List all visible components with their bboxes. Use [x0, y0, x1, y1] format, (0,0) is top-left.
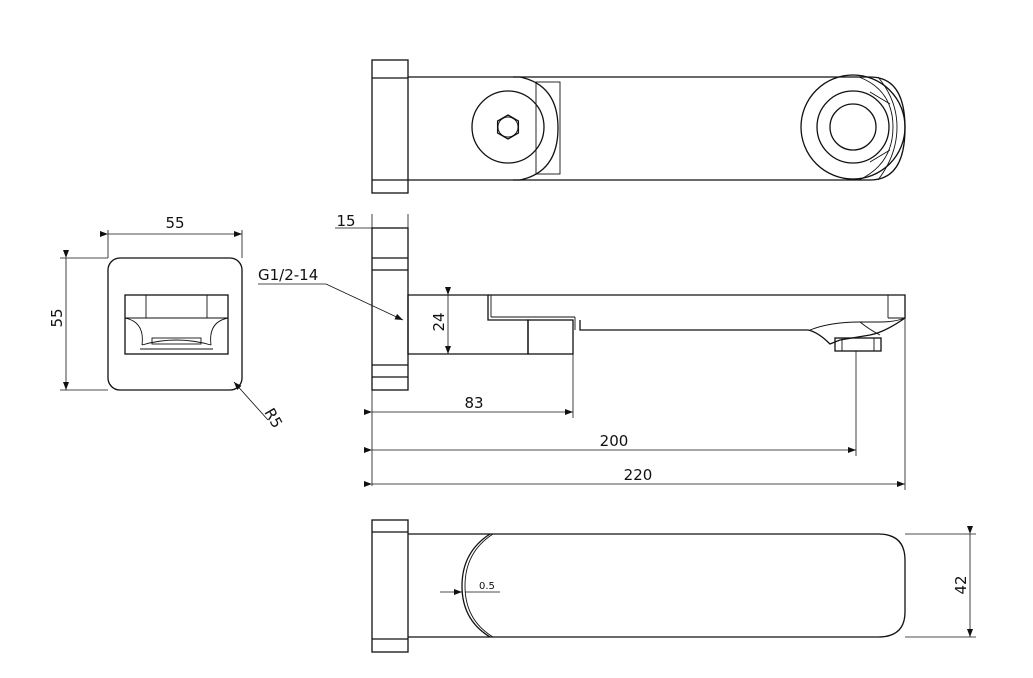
- bottom-view: 0.5 42: [371, 519, 976, 653]
- dim-end-height: 55: [48, 308, 66, 327]
- end-view: 55 55 R5: [48, 214, 286, 431]
- dim-end-width: 55: [165, 214, 184, 232]
- front-flange: [371, 227, 409, 391]
- dim-flange-thickness: 15: [336, 212, 355, 230]
- mount-circle: [471, 90, 545, 164]
- bottom-body: [408, 533, 906, 638]
- dim-bottom-gap: 0.5: [479, 581, 495, 592]
- dim-220: 220: [624, 466, 653, 484]
- bottom-flange: [371, 519, 409, 653]
- end-opening: [124, 294, 229, 355]
- front-spout: [488, 294, 906, 345]
- hex-socket-icon: [496, 114, 520, 140]
- dim-200: 200: [600, 432, 629, 450]
- outlet-outer: [800, 74, 906, 180]
- aerator: [834, 337, 882, 352]
- front-view: 15 G1/2-14 24 83 200 220: [258, 212, 906, 490]
- thread-spec: G1/2-14: [258, 266, 318, 284]
- top-view: [371, 59, 906, 194]
- dim-body-height: 24: [430, 312, 448, 331]
- dim-corner-radius: R5: [261, 405, 287, 431]
- top-flange: [371, 59, 409, 194]
- dim-bottom-height: 42: [952, 575, 970, 594]
- end-plate: [107, 257, 243, 391]
- front-body: [407, 294, 529, 355]
- dim-83: 83: [464, 394, 483, 412]
